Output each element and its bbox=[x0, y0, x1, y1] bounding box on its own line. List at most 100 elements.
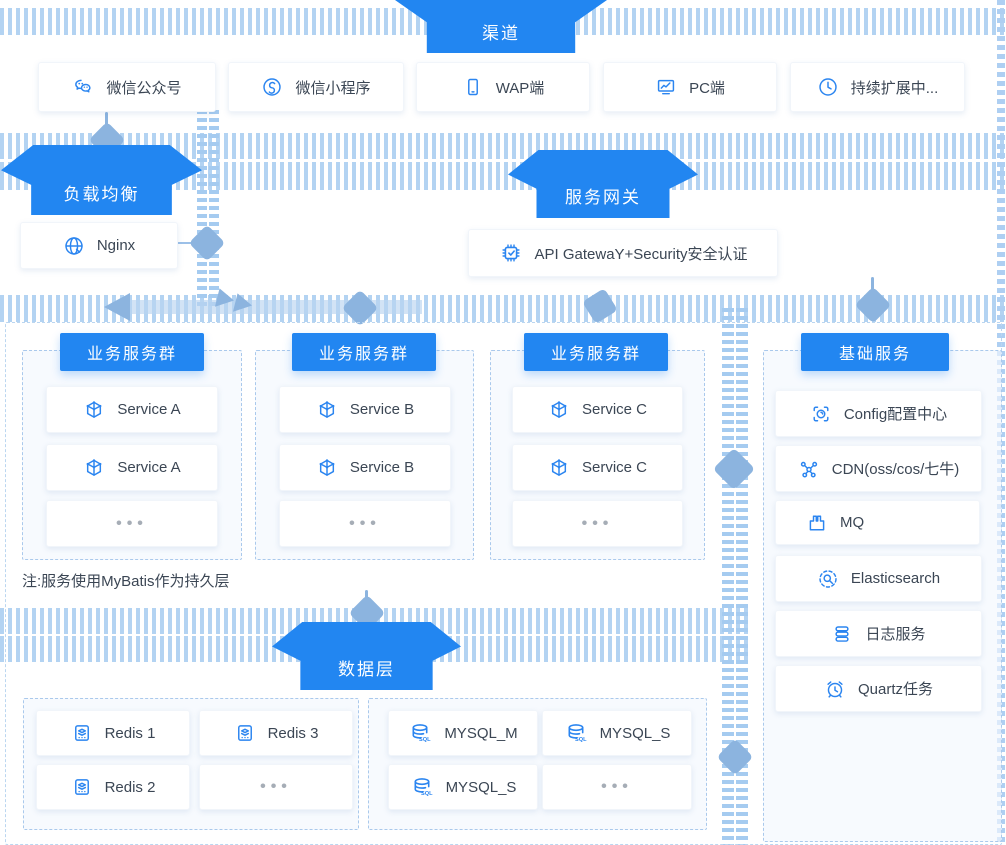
service-card-label: Service C bbox=[581, 459, 648, 476]
channel-card-label: 持续扩展中... bbox=[850, 79, 939, 97]
service-cluster-header-label: 业务服务群 bbox=[318, 346, 409, 363]
base-service-card-label: 日志服务 bbox=[865, 626, 926, 643]
mysql-icon bbox=[410, 775, 434, 799]
service-card-label: Service A bbox=[117, 401, 181, 418]
more-services-card: ••• bbox=[46, 500, 218, 547]
channel-card-miniprogram: 微信小程序 bbox=[228, 62, 404, 112]
mobile-icon bbox=[462, 76, 484, 98]
flow-arrow-shaft bbox=[130, 300, 422, 314]
wechat-icon bbox=[72, 76, 94, 98]
service-card-label: Service B bbox=[349, 401, 415, 418]
redis-card-label: Redis 2 bbox=[104, 778, 156, 796]
base-service-card-label: Quartz任务 bbox=[857, 681, 933, 698]
ellipsis-icon: ••• bbox=[601, 778, 633, 795]
service-card-label: Service C bbox=[581, 401, 648, 418]
alarm-icon bbox=[824, 678, 846, 700]
mysql-card-label: MYSQL_M bbox=[444, 724, 518, 742]
ellipsis-icon: ••• bbox=[116, 514, 148, 532]
data-layer-banner-label: 数据层 bbox=[338, 660, 395, 679]
ellipsis-icon: ••• bbox=[349, 514, 381, 532]
service-card-label: Service B bbox=[349, 459, 415, 476]
redis-card: Redis 3 bbox=[199, 710, 353, 756]
connector-stem bbox=[105, 112, 108, 128]
service-node-icon bbox=[83, 399, 105, 421]
service-card: Service C bbox=[512, 386, 683, 433]
more-mysql-card: ••• bbox=[542, 764, 692, 810]
service-card: Service C bbox=[512, 444, 683, 491]
redis-card: Redis 2 bbox=[36, 764, 190, 810]
service-node-icon bbox=[316, 399, 338, 421]
mysql-card: MYSQL_S bbox=[542, 710, 692, 756]
channel-card-expanding: 持续扩展中... bbox=[790, 62, 965, 112]
service-card: Service B bbox=[279, 386, 451, 433]
mysql-icon bbox=[408, 721, 432, 745]
service-node-icon bbox=[548, 399, 570, 421]
miniprogram-icon bbox=[261, 76, 283, 98]
vertical-ribbon-left-b bbox=[209, 110, 219, 308]
service-cluster-header-label: 业务服务群 bbox=[86, 346, 177, 363]
channel-card-wechat-official: 微信公众号 bbox=[38, 62, 216, 112]
service-node-icon bbox=[83, 457, 105, 479]
vertical-ribbon-mid-a bbox=[722, 308, 734, 845]
config-icon bbox=[810, 403, 832, 425]
data-layer-banner: 数据层 bbox=[272, 622, 461, 690]
mysql-card-label: MYSQL_S bbox=[445, 778, 517, 796]
monitor-icon bbox=[655, 76, 677, 98]
mybatis-note: 注:服务使用MyBatis作为持久层 bbox=[22, 573, 230, 590]
service-card: Service A bbox=[46, 444, 218, 491]
nginx-card: Nginx bbox=[20, 222, 178, 269]
mysql-card: MYSQL_M bbox=[388, 710, 538, 756]
connector-line-nginx bbox=[176, 242, 202, 244]
gateway-banner-label: 服务网关 bbox=[565, 188, 641, 207]
service-card-label: Service A bbox=[117, 459, 181, 476]
redis-icon bbox=[234, 722, 256, 744]
load-balancer-banner: 负载均衡 bbox=[1, 145, 202, 215]
channel-banner: 渠道 bbox=[395, 0, 607, 53]
service-cluster-3-header: 业务服务群 bbox=[524, 333, 668, 371]
base-service-card-label: Elasticsearch bbox=[850, 570, 941, 587]
base-service-card-label: MQ bbox=[840, 514, 865, 531]
mysql-card: MYSQL_S bbox=[388, 764, 538, 810]
redis-card: Redis 1 bbox=[36, 710, 190, 756]
elasticsearch-icon bbox=[817, 568, 839, 590]
service-cluster-1-header: 业务服务群 bbox=[60, 333, 204, 371]
mysql-card-label: MYSQL_S bbox=[599, 724, 671, 742]
channel-card-pc: PC端 bbox=[603, 62, 777, 112]
base-services-header: 基础服务 bbox=[801, 333, 949, 371]
globe-icon bbox=[63, 235, 85, 257]
flow-arrow-left-icon bbox=[104, 293, 130, 321]
logs-icon bbox=[831, 623, 853, 645]
redis-card-label: Redis 3 bbox=[267, 724, 319, 742]
service-card: Service B bbox=[279, 444, 451, 491]
more-redis-card: ••• bbox=[199, 764, 353, 810]
base-service-card-cdn: CDN(oss/cos/七牛) bbox=[775, 445, 982, 492]
ellipsis-icon: ••• bbox=[260, 778, 292, 795]
more-services-card: ••• bbox=[512, 500, 683, 547]
base-service-card-quartz: Quartz任务 bbox=[775, 665, 982, 712]
channel-card-label: PC端 bbox=[689, 79, 725, 97]
base-service-card-logs: 日志服务 bbox=[775, 610, 982, 657]
base-service-card-label: CDN(oss/cos/七牛) bbox=[831, 461, 960, 478]
vertical-ribbon-left-a bbox=[197, 110, 207, 308]
channel-card-label: WAP端 bbox=[495, 79, 545, 97]
base-services-header-label: 基础服务 bbox=[838, 346, 911, 363]
connector-stem bbox=[871, 277, 874, 291]
channel-card-wap: WAP端 bbox=[416, 62, 590, 112]
more-services-card: ••• bbox=[279, 500, 451, 547]
api-gateway-card-label: API GatewaY+Security安全认证 bbox=[534, 245, 748, 263]
service-node-icon bbox=[316, 457, 338, 479]
mq-icon bbox=[806, 512, 828, 534]
channel-card-label: 微信小程序 bbox=[295, 79, 371, 97]
base-service-card-mq: MQ bbox=[775, 500, 980, 545]
clock-icon bbox=[817, 76, 839, 98]
redis-icon bbox=[71, 776, 93, 798]
mysql-icon bbox=[564, 721, 588, 745]
base-service-card-config: Config配置中心 bbox=[775, 390, 982, 437]
vertical-ribbon-mid-b bbox=[736, 308, 748, 845]
service-node-icon bbox=[548, 457, 570, 479]
gateway-banner: 服务网关 bbox=[508, 150, 698, 218]
ellipsis-icon: ••• bbox=[581, 514, 614, 532]
channel-banner-label: 渠道 bbox=[482, 24, 520, 43]
redis-card-label: Redis 1 bbox=[104, 724, 156, 742]
nginx-card-label: Nginx bbox=[96, 237, 136, 254]
